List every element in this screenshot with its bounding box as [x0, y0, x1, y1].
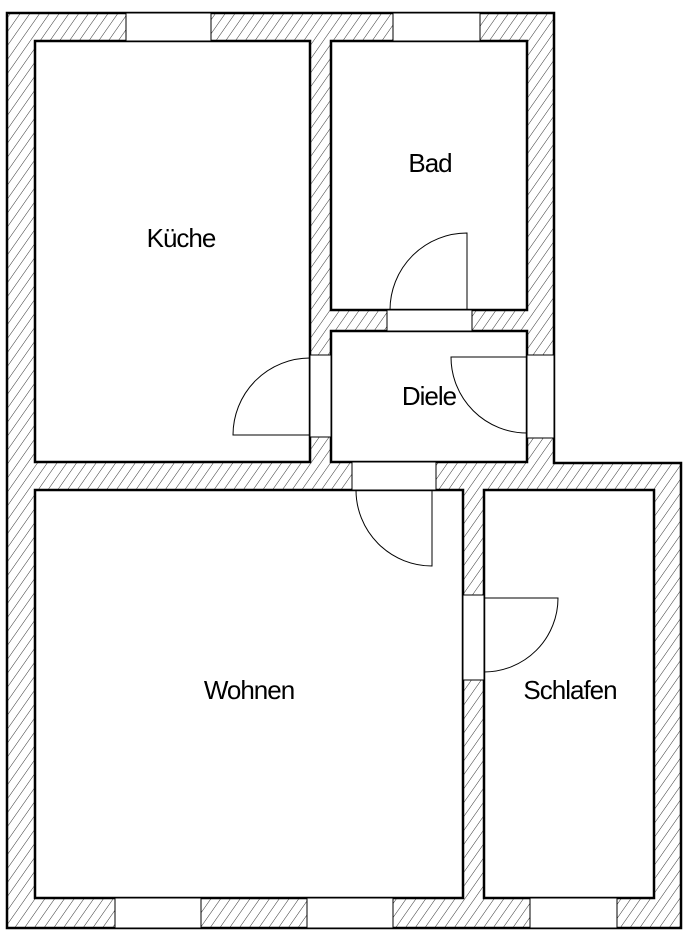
room-label-bad: Bad: [408, 148, 451, 178]
opening-bad: [386, 309, 473, 332]
room-wohnen: [33, 488, 465, 900]
door-bad: [389, 232, 468, 311]
opening-entrance: [526, 354, 555, 439]
room-label-diele: Diele: [402, 381, 457, 411]
room-diele: [329, 329, 529, 464]
door-entrance: [450, 356, 528, 434]
opening-kueche: [309, 354, 332, 438]
window: [529, 897, 618, 929]
door-schlafen: [483, 597, 559, 673]
room-label-wohnen: Wohnen: [204, 675, 294, 705]
window: [306, 897, 394, 929]
door-kueche: [232, 357, 311, 436]
opening-wohnen: [351, 461, 437, 491]
window: [114, 897, 202, 929]
window: [392, 12, 481, 42]
room-label-kueche: Küche: [147, 223, 216, 253]
door-openings: [309, 309, 555, 681]
windows: [114, 12, 618, 929]
room-label-schlafen: Schlafen: [523, 675, 616, 705]
room-kueche: [33, 39, 312, 464]
doors: [232, 232, 559, 673]
door-wohnen: [355, 489, 433, 567]
room-schlafen: [482, 488, 656, 900]
window: [125, 12, 212, 42]
opening-schlafen: [462, 594, 485, 681]
